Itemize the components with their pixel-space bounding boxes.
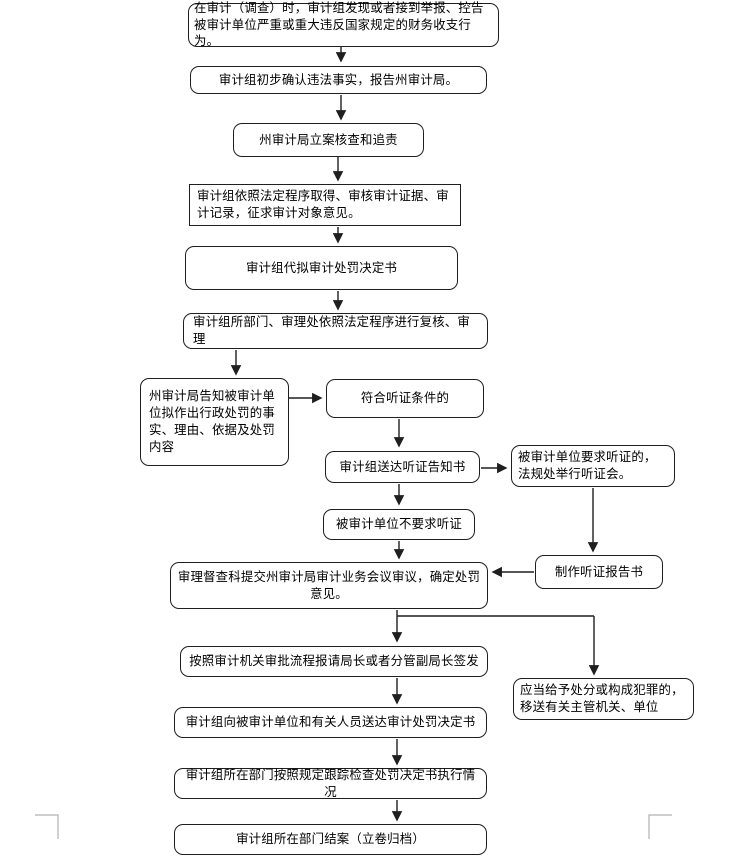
page-margin-crop-mark-right bbox=[648, 814, 672, 839]
node-notify-penalty: 州审计局告知被审计单位拟作出行政处罚的事实、理由、依据及处罚内容 bbox=[140, 378, 289, 466]
node-hearing-requested: 被审计单位要求听证的，法规处举行听证会。 bbox=[511, 445, 675, 487]
node-draft-decision: 审计组代拟审计处罚决定书 bbox=[185, 246, 458, 290]
node-case-filing: 州审计局立案核查和追责 bbox=[233, 123, 424, 157]
node-confirm-report: 审计组初步确认违法事实，报告州审计局。 bbox=[190, 66, 487, 94]
node-hearing-not-requested: 被审计单位不要求听证 bbox=[323, 509, 475, 540]
node-deliver-decision: 审计组向被审计单位和有关人员送达审计处罚决定书 bbox=[174, 707, 487, 738]
node-case-closure: 审计组所在部门结案（立卷归档） bbox=[174, 824, 487, 855]
node-transfer-authority: 应当给予处分或构成犯罪的，移送有关主管机关、单位 bbox=[513, 678, 694, 720]
node-discovery: 在审计（调查）时，审计组发现或者接到举报、控告被审计单位严重或重大违反国家规定的… bbox=[188, 0, 499, 48]
node-hearing-eligible: 符合听证条件的 bbox=[326, 379, 484, 418]
node-track-execution: 审计组所在部门按照规定跟踪检查处罚决定书执行情况 bbox=[174, 767, 487, 799]
page-margin-crop-mark-left bbox=[35, 814, 59, 839]
node-evidence: 审计组依照法定程序取得、审核审计证据、审计记录，征求审计对象意见。 bbox=[189, 184, 461, 226]
node-director-approval: 按照审计机关审批流程报请局长或者分管副局长签发 bbox=[180, 646, 488, 677]
node-hearing-notice: 审计组送达听证告知书 bbox=[325, 451, 480, 483]
node-hearing-report: 制作听证报告书 bbox=[535, 555, 663, 589]
node-review: 审计组所部门、审理处依照法定程序进行复核、审理 bbox=[183, 313, 488, 349]
node-business-meeting: 审理督查科提交州审计局审计业务会议审议，确定处罚意见。 bbox=[170, 562, 488, 609]
